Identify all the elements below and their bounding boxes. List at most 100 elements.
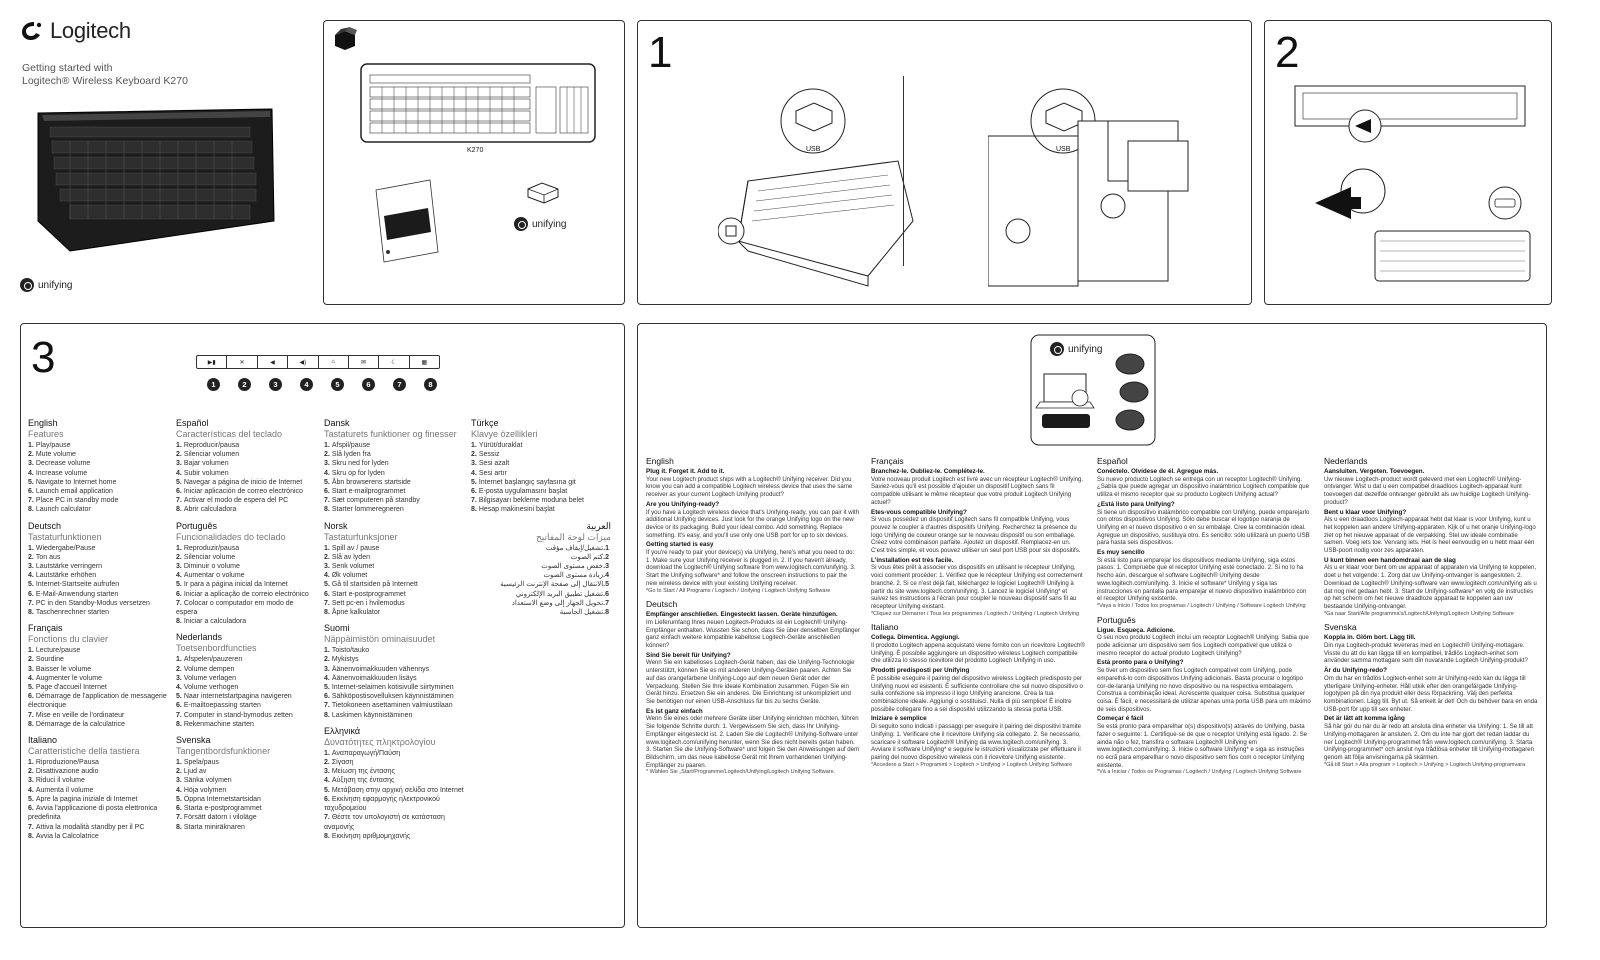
feature-number: 4. — [324, 469, 330, 477]
feature-text: Start e-mailprogrammet — [331, 488, 406, 496]
feature-number: 8. — [324, 506, 330, 514]
feature-item: 8.تشغيل الحاسبة — [471, 608, 611, 617]
feature-number: 3. — [28, 563, 34, 571]
feature-number: 7. — [28, 497, 34, 505]
feature-item: 4.Lautstärke erhöhen — [28, 571, 168, 580]
feature-text: Disattivazione audio — [35, 768, 99, 776]
feature-number: 4. — [176, 469, 182, 477]
feature-number: 1. — [324, 749, 330, 757]
feature-number: 8. — [176, 506, 182, 514]
step-1-panel: 1 USB USB — [637, 20, 1252, 305]
key-badge: 1 — [207, 378, 220, 391]
feature-text: Volume dempen — [183, 665, 235, 673]
feature-number: 2. — [324, 451, 330, 459]
section-body: Uw nieuwe Logitech-product wordt gelever… — [1324, 475, 1531, 506]
feature-text: Reproducir/pausa — [183, 442, 240, 449]
feature-text: Gå til startsiden på Internett — [331, 581, 418, 589]
feature-number: 1. — [176, 442, 182, 449]
language-title: Português — [176, 520, 218, 531]
feature-text: Mise en veille de l'ordinateur — [35, 711, 125, 719]
feature-item: 1.تشغيل/إيقاف مؤقت — [471, 544, 611, 553]
section-body: O seu novo produto Logitech inclui um re… — [1097, 634, 1309, 657]
feature-item: 6.Start e-postprogrammet — [324, 590, 464, 599]
feature-item: 1.Afspelen/pauzeren — [176, 655, 316, 664]
feature-item: 3.Lautstärke verringern — [28, 562, 168, 571]
feature-number: 4. — [176, 572, 182, 580]
feature-text: Αύξηση της έντασης — [331, 777, 395, 785]
key-number-badges: 1 2 3 4 5 6 7 8 — [207, 378, 437, 391]
mute-key: ✕ — [227, 356, 258, 368]
feature-text: Naar internetstartpagina navigeren — [183, 693, 292, 701]
key-badge: 8 — [424, 378, 437, 391]
unifying-header-badge: unifying — [1050, 342, 1102, 356]
section-heading: Conéctelo. Olvídese de él. Agregue más. — [1097, 468, 1219, 475]
cover-panel: Logitech Getting started with Logitech® … — [0, 0, 310, 310]
usb-receiver-image — [527, 182, 559, 204]
feature-number: 1. — [471, 442, 477, 449]
feature-text: Åbn browserens startside — [331, 478, 411, 486]
feature-number: 7. — [28, 599, 34, 607]
section-heading: U kunt binnen een handomdraai aan de sla… — [1324, 556, 1456, 564]
section-heading: Está pronto para o Unifying? — [1097, 659, 1184, 667]
section-body: If you're ready to pair your device(s) v… — [646, 549, 856, 587]
feature-number: 5. — [324, 581, 330, 589]
feature-item: 7.PC in den Standby-Modus versetzen — [28, 599, 168, 608]
feature-item: 4.Volume verhogen — [176, 683, 316, 692]
feature-text: Øk volumet — [331, 572, 368, 580]
language-title: Italiano — [871, 622, 899, 633]
feature-heading: ميزات لوحة المفاتيح — [535, 531, 611, 542]
feature-text: Bajar volumen — [183, 460, 229, 468]
key-badge: 7 — [393, 378, 406, 391]
language-title: Suomi — [324, 623, 350, 634]
feature-text: Wiedergabe/Pause — [35, 544, 96, 552]
feature-item: 1.Riproduzione/Pausa — [28, 758, 168, 767]
feature-text: Aumentar o volume — [183, 572, 245, 580]
feature-text: Silenciar volume — [183, 553, 236, 561]
logitech-logo: Logitech — [20, 18, 131, 44]
section-body: Si tiene un dispositivo inalámbrico comp… — [1097, 508, 1310, 547]
feature-text: Computer in stand-bymodus zetten — [183, 711, 293, 719]
feature-text: الانتقال إلى صفحة الإنترنت الرئيسية — [500, 581, 604, 589]
feature-heading: Klavye özellikleri — [471, 429, 538, 439]
feature-item: 5.İnternet başlangıç sayfasına git — [471, 478, 611, 487]
feature-text: Navegar a página de inicio de Internet — [183, 478, 303, 486]
feature-text: Colocar o computador em modo de espera — [176, 599, 294, 617]
home-key: ⌂ — [319, 356, 349, 368]
feature-text: Lecture/pause — [35, 647, 81, 655]
feature-item: 3.Sänka volymen — [176, 776, 316, 785]
feature-text: Démarrage de l'application de messagerie… — [28, 693, 167, 710]
unifying-receiver-badge: unifying — [514, 217, 566, 231]
feature-item: 7.تحويل الجهاز إلى وضع الاستعداد — [471, 599, 611, 608]
feature-number: 5. — [28, 684, 34, 692]
feature-heading: Fonctions du clavier — [28, 634, 109, 645]
language-title: Português — [1097, 614, 1136, 625]
key-badge: 5 — [331, 378, 344, 391]
feature-text: Äänenvoimakkuuden lisäys — [331, 674, 417, 682]
feature-item: 3.Sesi azalt — [471, 459, 611, 468]
feature-text: Εκκίνηση εφαρμογής ηλεκτρονικού ταχυδρομ… — [324, 795, 440, 813]
volume-up-key: ◀) — [288, 356, 319, 368]
feature-item: 5.Ir para a página inicial da Internet — [176, 580, 316, 589]
language-title: Français — [871, 456, 904, 466]
feature-item: 6.Avvia l'applicazione di posta elettron… — [28, 804, 168, 822]
feature-text: Sett pc-en i hvilemodus — [331, 599, 405, 607]
feature-text: Démarrage de la calculatrice — [35, 720, 125, 728]
feature-number: 6. — [176, 702, 182, 710]
feature-number: 5. — [324, 684, 330, 692]
feature-text: Riduci il volume — [35, 777, 85, 785]
feature-text: Internet-Startseite aufrufen — [35, 581, 120, 589]
feature-item: 2.Slå lyden fra — [324, 450, 464, 459]
feature-text: Iniciar aplicación de correo electrónico — [183, 488, 303, 496]
feature-text: Avvia l'applicazione di posta elettronic… — [28, 805, 158, 822]
feature-number: 8. — [603, 609, 609, 617]
feature-item: 5.Naar internetstartpagina navigeren — [176, 692, 316, 701]
open-box-icon — [335, 27, 357, 50]
